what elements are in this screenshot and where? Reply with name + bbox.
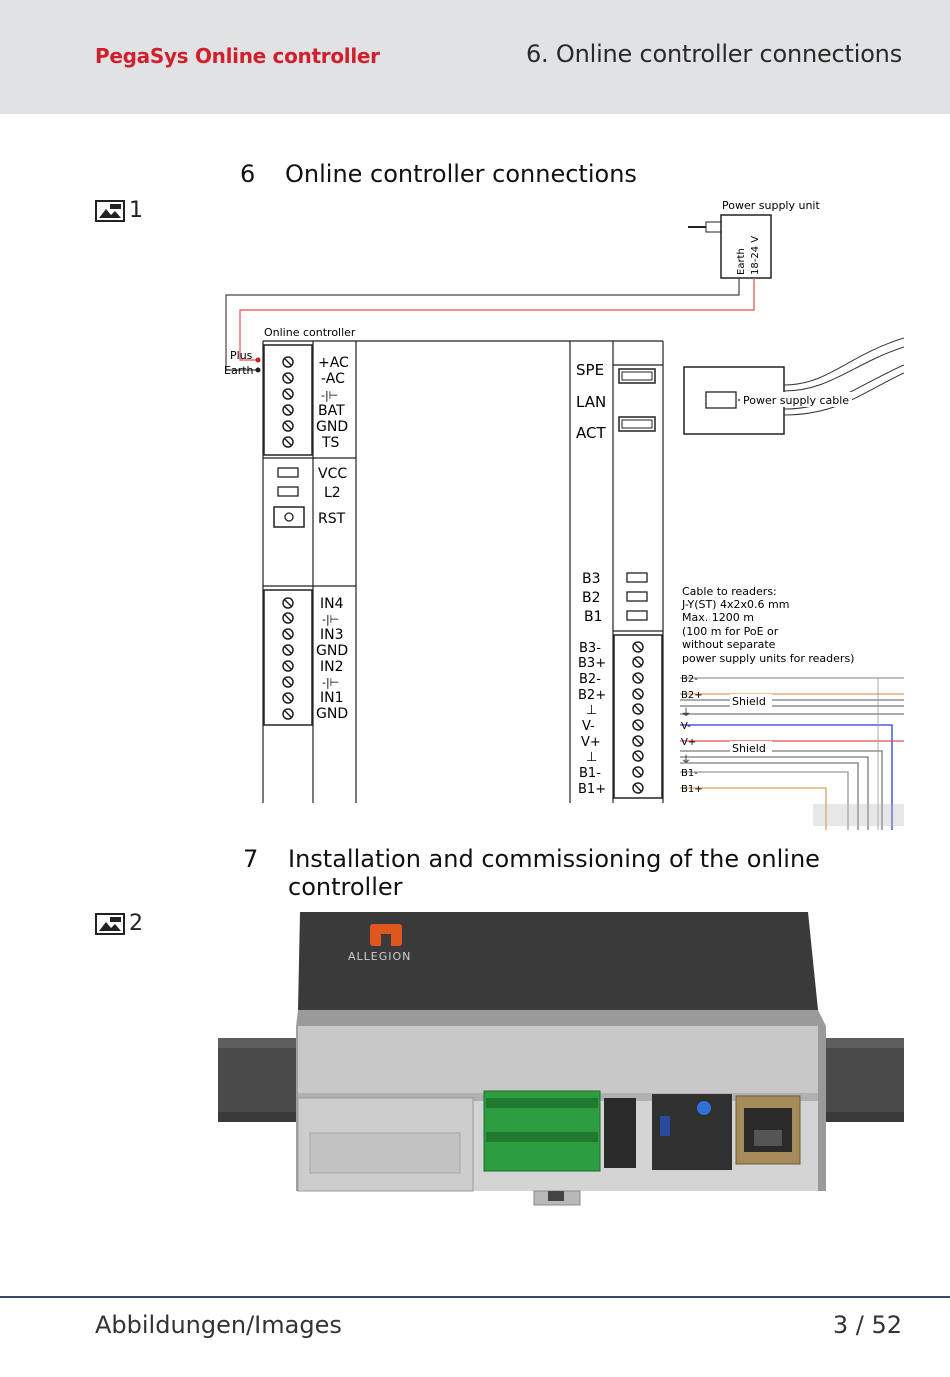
terminal-in3: IN3 xyxy=(320,627,344,643)
terminal-ac-minus: -AC xyxy=(321,371,345,387)
terminal-b3-plus: B3+ xyxy=(578,656,606,671)
terminal-bat: BAT xyxy=(318,403,345,419)
psu-box xyxy=(720,214,772,279)
controller-photo: ALLEGION xyxy=(218,912,904,1206)
terminal-b2-plus: B2+ xyxy=(578,688,606,703)
section-number: 7 xyxy=(243,845,259,873)
terminal-b3-minus: B3- xyxy=(579,641,601,656)
led-b2-label: B2 xyxy=(582,590,601,606)
section-heading-text: Installation and commissioning of the on… xyxy=(288,845,820,901)
psu-voltage: 18-24 V xyxy=(750,236,761,275)
wire-label-b2-plus: B2+ xyxy=(681,690,703,701)
led-b2 xyxy=(626,591,648,602)
reader-cable xyxy=(680,677,904,830)
power-supply-cable-label: Power supply cable xyxy=(743,394,849,407)
terminal-battery-symbol: -|⊢ xyxy=(321,389,338,402)
image-icon xyxy=(95,912,125,935)
vcc-led xyxy=(277,467,299,478)
svg-text:Max. 1200 m: Max. 1200 m xyxy=(682,611,754,624)
terminal-ts: TS xyxy=(321,435,340,451)
figure-number: 2 xyxy=(129,911,143,936)
wiring-diagram: Power supply unit Earth 18-24 V Online c… xyxy=(224,199,904,830)
terminal-in1: IN1 xyxy=(320,690,344,706)
label-rst: RST xyxy=(318,511,346,527)
page-header: PegaSys Online controller 6. Online cont… xyxy=(0,0,950,114)
svg-text:power supply units for readers: power supply units for readers) xyxy=(682,652,854,665)
terminal-v-plus: V+ xyxy=(581,735,601,750)
plus-label: Plus xyxy=(230,349,253,362)
terminal-b2-minus: B2- xyxy=(579,672,601,687)
wire-label-b1-minus: B1- xyxy=(681,768,698,779)
footer-label: Abbildungen/Images xyxy=(95,1311,342,1339)
figure-ref-2: 2 xyxy=(95,911,143,936)
terminal-gnd-1: GND xyxy=(316,643,348,659)
svg-text:(100 m for PoE or: (100 m for PoE or xyxy=(682,625,779,638)
label-l2: L2 xyxy=(324,485,341,501)
left-bottom-screws xyxy=(282,597,294,720)
controller-label: Online controller xyxy=(264,326,356,339)
image-icon xyxy=(95,199,125,222)
terminal-shield-1: ⊥ xyxy=(586,703,597,718)
wire-label-b1-plus: B1+ xyxy=(681,784,703,795)
terminal-gnd-2: GND xyxy=(316,706,348,722)
terminal-in4: IN4 xyxy=(320,596,344,612)
wire-label-v-plus: V+ xyxy=(681,737,696,748)
earth-label: Earth xyxy=(224,364,254,377)
wire-label-b2-minus: B2- xyxy=(681,674,698,685)
wire-label-shield-2: ⏚ xyxy=(681,754,691,766)
section-6-heading: 6 Online controller connections xyxy=(240,160,880,190)
label-vcc: VCC xyxy=(318,466,347,482)
psu-earth: Earth xyxy=(736,248,747,275)
terminal-ac-plus: +AC xyxy=(318,355,349,371)
section-7-heading: 7 Installation and commissioning of the … xyxy=(243,845,843,905)
wire-label-shield-1: ⏚ xyxy=(681,707,691,719)
left-top-screws xyxy=(282,356,294,448)
l2-led xyxy=(277,486,299,497)
led-b3 xyxy=(626,572,648,583)
terminal-in4-symbol: -|⊢ xyxy=(322,613,339,626)
terminal-in2: IN2 xyxy=(320,659,344,675)
product-name: PegaSys Online controller xyxy=(95,44,380,68)
terminal-in2-symbol: -|⊢ xyxy=(322,676,339,689)
figure-ref-1: 1 xyxy=(95,198,143,223)
brand-label: ALLEGION xyxy=(348,950,411,963)
earth-wire xyxy=(225,278,740,371)
terminal-b1-minus: B1- xyxy=(579,766,601,781)
wire-label-v-minus: V- xyxy=(681,721,691,732)
section-number: 6 xyxy=(240,160,256,188)
spe-connector xyxy=(618,368,656,384)
svg-text:J-Y(ST) 4x2x0.6 mm: J-Y(ST) 4x2x0.6 mm xyxy=(681,598,789,611)
shield-label-1: Shield xyxy=(732,695,766,708)
plus-wire xyxy=(239,278,755,361)
psu-label: Power supply unit xyxy=(722,199,820,212)
led-b1-label: B1 xyxy=(584,609,603,625)
terminal-v-minus: V- xyxy=(582,719,595,734)
cable-note: Cable to readers: J-Y(ST) 4x2x0.6 mm Max… xyxy=(681,585,854,665)
port-spe: SPE xyxy=(576,361,604,379)
housing-top xyxy=(298,912,818,1010)
section-title: 6. Online controller connections xyxy=(525,40,902,68)
psu-plug xyxy=(705,221,722,233)
led-b1 xyxy=(626,610,648,621)
reset-button xyxy=(273,506,305,528)
footer-divider xyxy=(0,1296,950,1298)
svg-text:without separate: without separate xyxy=(682,638,776,651)
shield-label-2: Shield xyxy=(732,742,766,755)
led-b3-label: B3 xyxy=(582,571,601,587)
port-lan: LAN xyxy=(576,393,606,411)
lan-connector xyxy=(618,416,656,432)
terminal-gnd: GND xyxy=(316,419,348,435)
section-heading-text: Online controller connections xyxy=(285,160,637,188)
figure-number: 1 xyxy=(129,198,143,223)
page-number: 3 / 52 xyxy=(832,1311,902,1339)
port-act: ACT xyxy=(576,424,606,442)
svg-text:Cable to readers:: Cable to readers: xyxy=(682,585,777,598)
terminal-shield-2: ⊥ xyxy=(586,750,597,765)
terminal-b1-plus: B1+ xyxy=(578,782,606,797)
right-screws xyxy=(632,641,644,794)
